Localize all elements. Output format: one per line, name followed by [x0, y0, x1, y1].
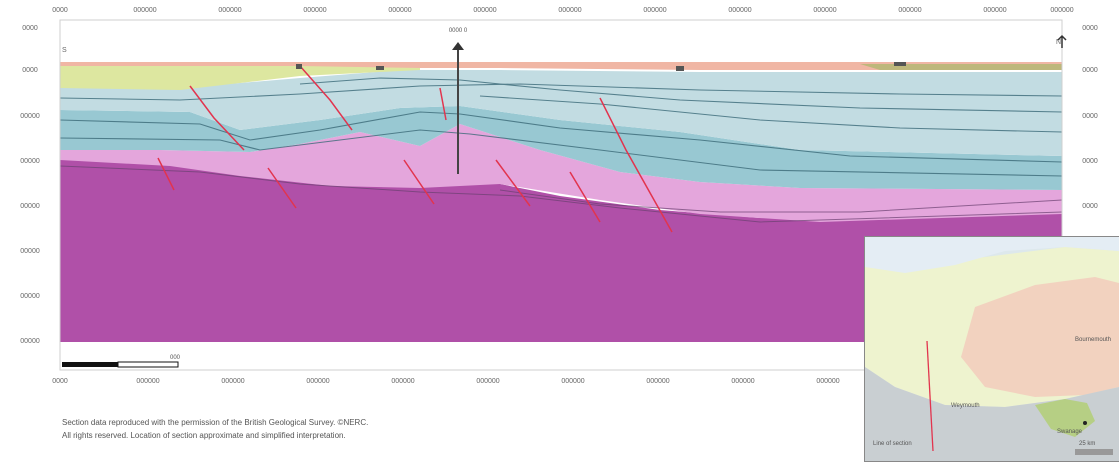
- coast-green: [1035, 399, 1095, 437]
- bottom-tick: 000000: [561, 378, 584, 385]
- right-tick: 0000: [1082, 113, 1098, 120]
- bottom-tick: 000000: [816, 378, 839, 385]
- section-frame: [59, 19, 1063, 371]
- horizon-lines: [59, 77, 1063, 177]
- top-tick: 000000: [388, 7, 411, 14]
- left-ticks: 0000 0000 00000 00000 00000 00000 00000 …: [20, 25, 40, 345]
- town-dot-icon: [1083, 421, 1087, 425]
- right-tick: 0000: [1082, 25, 1098, 32]
- bottom-tick: 000000: [646, 378, 669, 385]
- bottom-ticks: 0000 000000 000000 000000 000000 000000 …: [52, 378, 840, 385]
- end-label-right: N: [1056, 39, 1061, 46]
- bottom-tick: 000000: [731, 378, 754, 385]
- credit-line-1: Section data reproduced with the permiss…: [62, 418, 369, 427]
- top-strip: [60, 62, 1062, 70]
- town-label-1: Weymouth: [951, 403, 980, 409]
- inset-scale-bar: [1075, 449, 1113, 455]
- left-tick: 00000: [20, 158, 40, 165]
- top-tick: 000000: [558, 7, 581, 14]
- surface-markers: [296, 62, 906, 71]
- bottom-tick: 0000: [52, 378, 68, 385]
- top-tick: 000000: [643, 7, 666, 14]
- lowland-grey: [865, 367, 1119, 461]
- bottom-tick: 000000: [306, 378, 329, 385]
- land-salmon: [961, 277, 1119, 397]
- left-tick: 0000: [22, 67, 38, 74]
- bottom-tick: 000000: [136, 378, 159, 385]
- left-tick: 0000: [22, 25, 38, 32]
- left-tick: 00000: [20, 203, 40, 210]
- top-tick: 000000: [728, 7, 751, 14]
- top-tick: 000000: [1050, 7, 1073, 14]
- town-label-2: Swanage: [1057, 429, 1083, 435]
- section-line: [926, 340, 934, 452]
- basement-layer: [60, 158, 1062, 342]
- top-tick: 000000: [133, 7, 156, 14]
- upper-blue-layer: [60, 70, 1062, 156]
- town-label-3: Bournemouth: [1075, 337, 1111, 343]
- credit-text: Section data reproduced with the permiss…: [62, 416, 622, 442]
- left-tick: 00000: [20, 248, 40, 255]
- right-tick: 0000: [1082, 203, 1098, 210]
- well-label: 0000 0: [449, 28, 468, 34]
- left-tick: 00000: [20, 338, 40, 345]
- right-tick: 0000: [1082, 67, 1098, 74]
- top-tick: 000000: [473, 7, 496, 14]
- bottom-tick: 000000: [221, 378, 244, 385]
- pink-layer: [60, 124, 1062, 222]
- scale-bar: [62, 361, 179, 368]
- right-tick: 0000: [1082, 158, 1098, 165]
- location-inset-map: Weymouth Swanage Bournemouth Line of sec…: [864, 236, 1119, 462]
- top-strip-green: [860, 64, 1062, 70]
- left-tick: 00000: [20, 293, 40, 300]
- bottom-tick: 000000: [391, 378, 414, 385]
- section-start-label: Line of section: [873, 441, 912, 447]
- top-tick: 0000: [52, 7, 68, 14]
- north-arrow-icon: [1057, 34, 1067, 48]
- bottom-tick: 000000: [476, 378, 499, 385]
- top-tick: 000000: [983, 7, 1006, 14]
- top-tick: 000000: [303, 7, 326, 14]
- yellow-layer: [60, 66, 420, 90]
- top-tick: 000000: [218, 7, 241, 14]
- inset-scale-label: 25 km: [1079, 441, 1095, 447]
- scale-bar-label: 000: [170, 355, 181, 361]
- deep-blue-layer: [60, 106, 1062, 190]
- top-tick: 000000: [813, 7, 836, 14]
- credit-line-2: All rights reserved. Location of section…: [62, 431, 346, 440]
- end-label-left: S: [62, 47, 67, 54]
- top-tick: 000000: [898, 7, 921, 14]
- well-marker: [452, 42, 464, 174]
- left-tick: 00000: [20, 113, 40, 120]
- land-pale-blue: [865, 237, 1119, 273]
- basement-horizons: [59, 165, 1063, 223]
- top-ticks: 0000 000000 000000 000000 000000 000000 …: [52, 7, 1074, 14]
- fault-lines: [157, 65, 673, 233]
